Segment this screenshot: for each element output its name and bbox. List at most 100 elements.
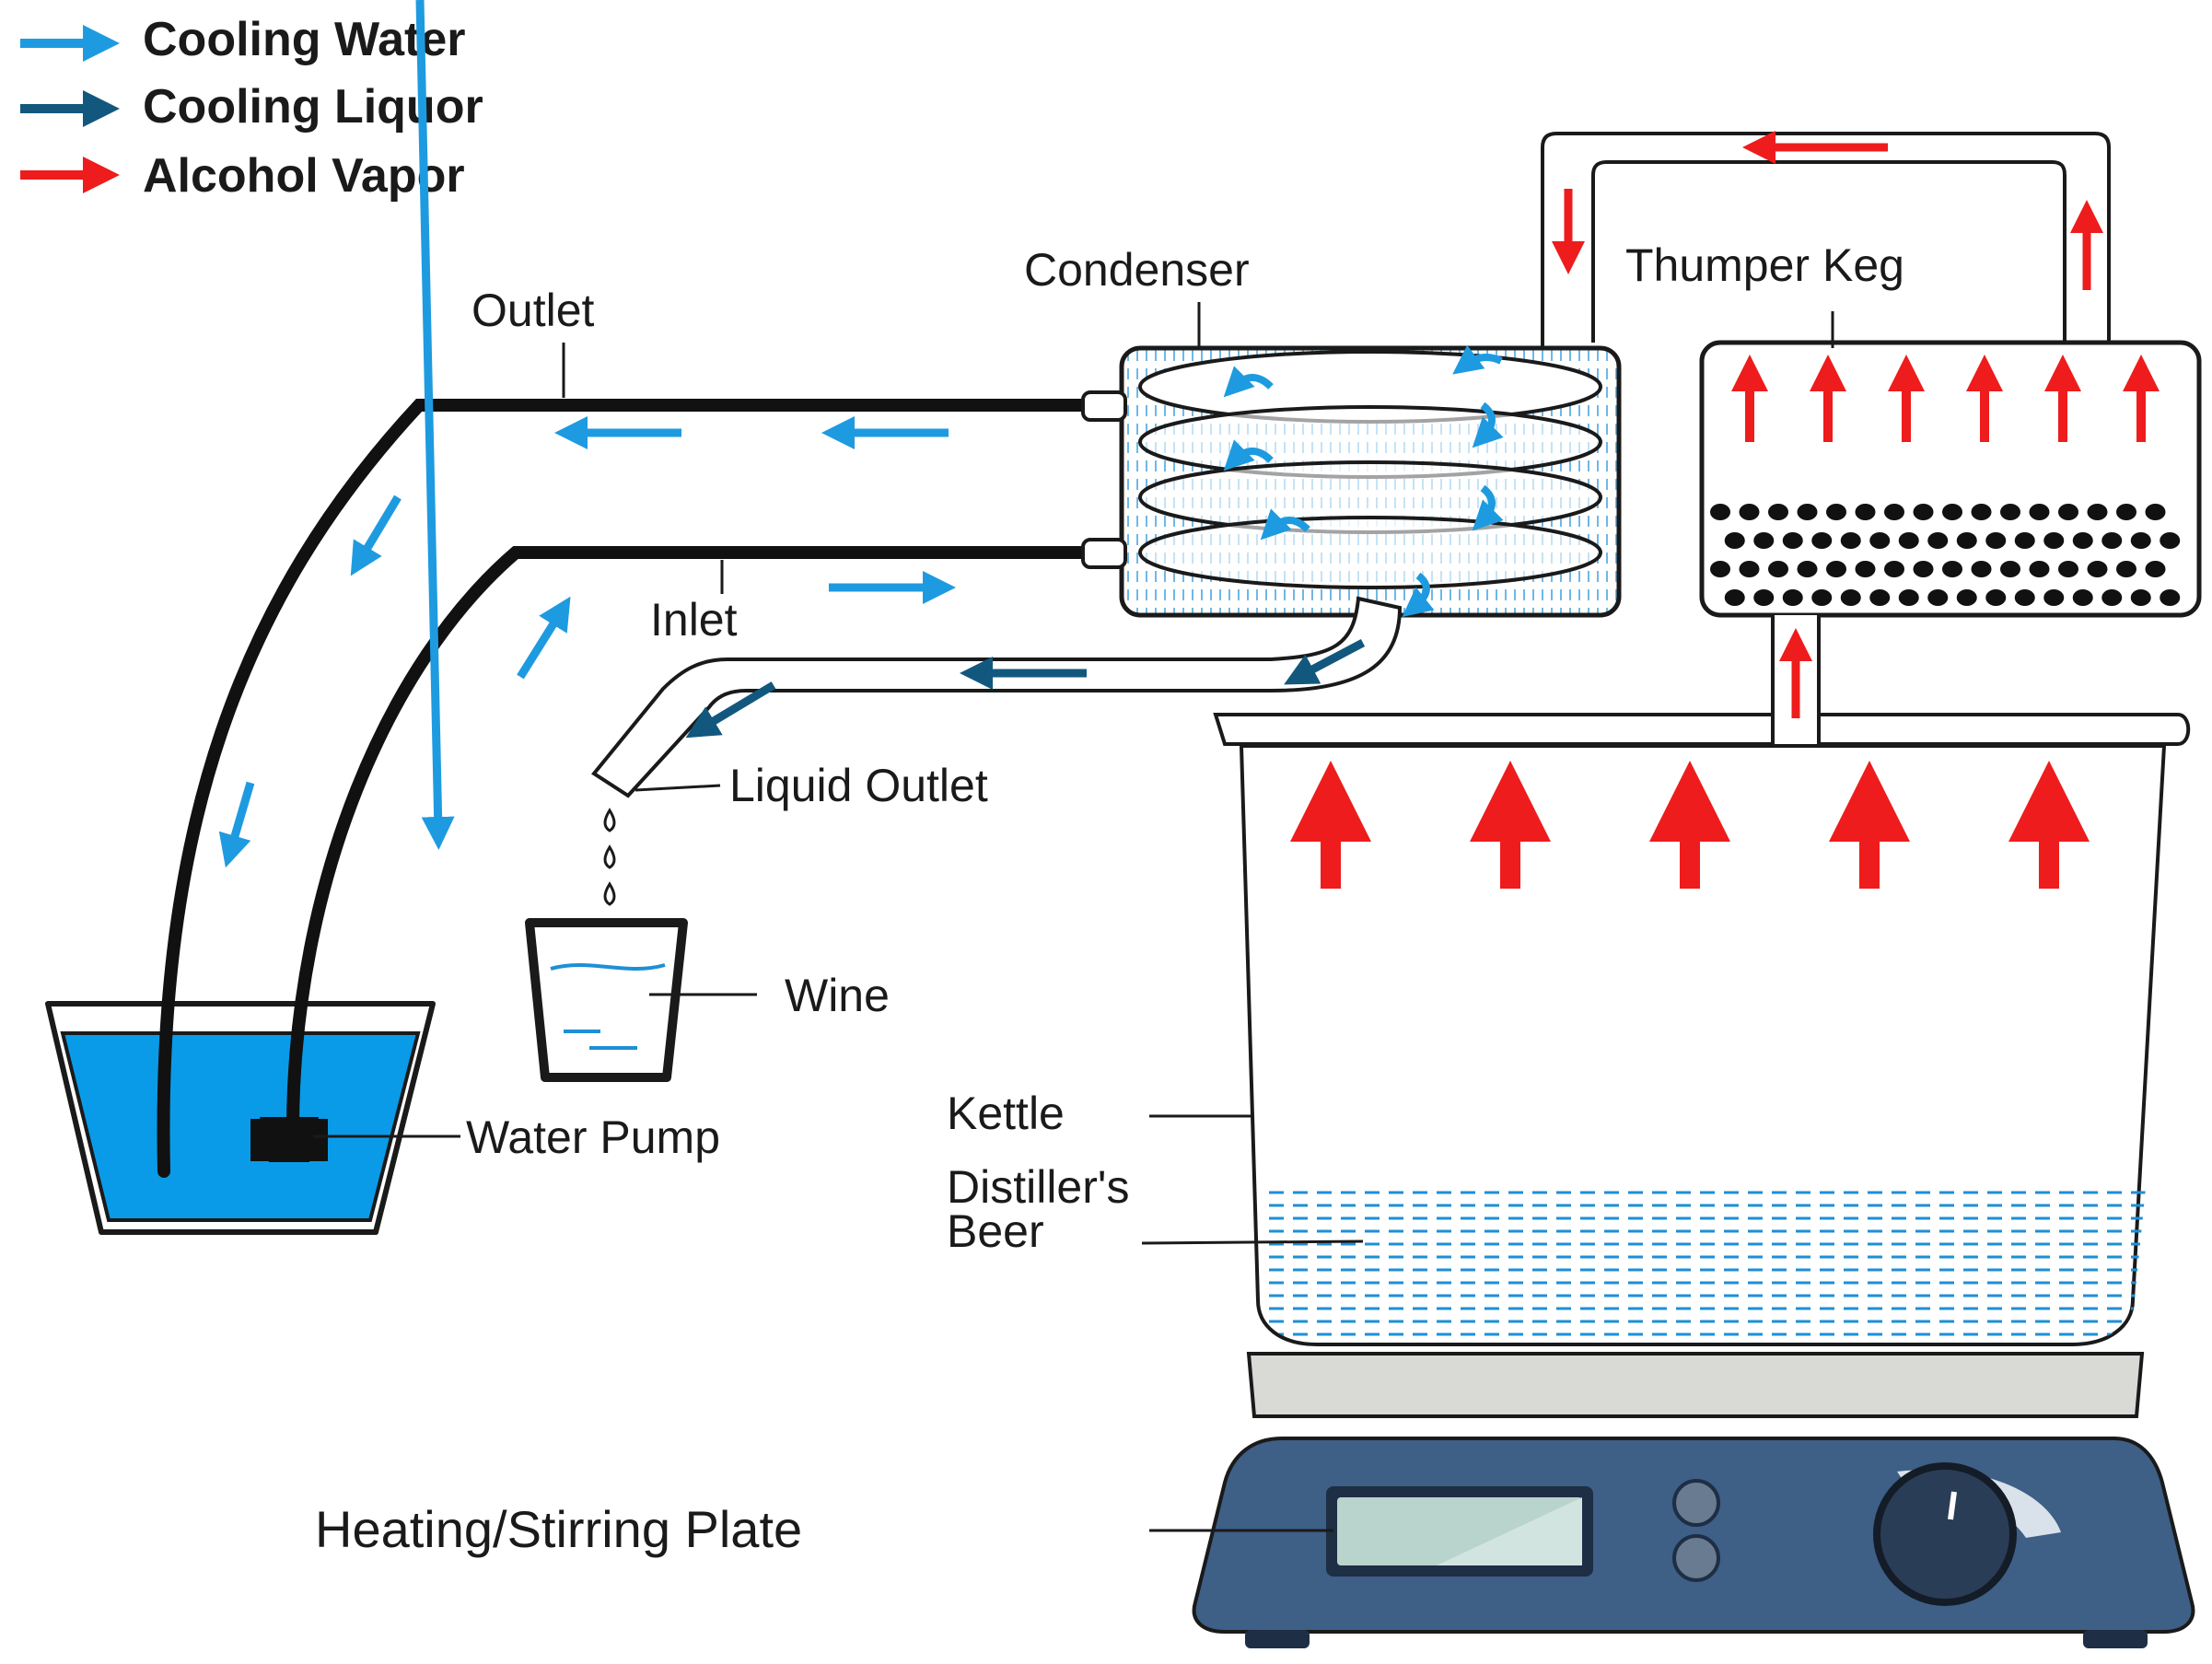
keg-bubble	[2072, 532, 2093, 549]
keg-inlet-pipe	[1771, 615, 1821, 744]
keg-bubble	[1782, 589, 1803, 606]
keg-bubble	[1724, 589, 1745, 606]
keg-bubble	[2101, 589, 2123, 606]
condenser-outlet-port	[1081, 390, 1127, 422]
keg-bubble	[1898, 589, 1919, 606]
keg-bubble	[1739, 561, 1760, 577]
inlet-hose	[286, 546, 1098, 1130]
label-kettle: Kettle	[947, 1088, 1065, 1139]
legend: Cooling Water Cooling Liquor Alcohol Vap…	[20, 13, 483, 203]
legend-label-cooling-liquor: Cooling Liquor	[143, 80, 483, 134]
kettle-lid	[1213, 713, 2191, 746]
keg-bubble	[1927, 589, 1949, 606]
keg-bubble	[2160, 589, 2181, 606]
label-distillers-beer-line1: Distiller's	[947, 1161, 1129, 1213]
keg-bubble	[2000, 504, 2020, 520]
keg-bubble	[2014, 532, 2035, 549]
keg-bubble	[1710, 561, 1730, 577]
vapor-pipe	[1541, 131, 2111, 348]
keg-bubble	[1811, 532, 1833, 549]
keg-bubble	[1985, 532, 2007, 549]
keg-bubble	[1840, 532, 1861, 549]
heating-stirring-plate	[1192, 1352, 2195, 1648]
keg-bubble	[2043, 589, 2065, 606]
legend-item-cooling-water: Cooling Water	[20, 13, 466, 66]
label-heating-stirring-plate: Heating/Stirring Plate	[315, 1500, 802, 1558]
keg-bubble	[1739, 504, 1760, 520]
keg-bubble	[2087, 504, 2108, 520]
keg-bubble	[1797, 504, 1818, 520]
keg-bubble	[2000, 561, 2020, 577]
keg-bubble	[1913, 561, 1934, 577]
label-condenser: Condenser	[1024, 244, 1250, 296]
kettle	[1213, 713, 2191, 1346]
outlet-hose	[157, 399, 1098, 1178]
keg-bubble	[2072, 589, 2093, 606]
keg-bubble	[1898, 532, 1919, 549]
keg-bubble	[2101, 532, 2123, 549]
keg-bubble	[1855, 561, 1876, 577]
keg-bubble	[2029, 561, 2050, 577]
distillers-beer-liquid	[1260, 1188, 2146, 1343]
label-distillers-beer-line2: Beer	[947, 1205, 1044, 1257]
condenser-inlet-port	[1081, 538, 1127, 569]
keg-bubble	[1869, 589, 1891, 606]
keg-bubble	[2058, 561, 2078, 577]
keg-bubble	[1826, 504, 1846, 520]
keg-bubble	[1942, 561, 1962, 577]
water-reservoir	[45, 1001, 436, 1235]
keg-bubble	[2029, 504, 2050, 520]
keg-bubble	[1826, 561, 1846, 577]
keg-bubble	[1710, 504, 1730, 520]
label-wine: Wine	[785, 970, 890, 1021]
keg-bubble	[1782, 532, 1803, 549]
keg-bubble	[1855, 504, 1876, 520]
condenser-swirl-arrows	[1223, 344, 1504, 617]
keg-bubble	[2130, 532, 2151, 549]
plate-button-bottom[interactable]	[1672, 1534, 1720, 1582]
keg-bubble	[1869, 532, 1891, 549]
keg-bubble	[1840, 589, 1861, 606]
legend-label-cooling-water: Cooling Water	[143, 13, 466, 66]
keg-bubble	[1942, 504, 1962, 520]
label-liquid-outlet: Liquid Outlet	[729, 760, 988, 811]
liquid-outlet-tube	[591, 596, 1403, 906]
keg-bubble	[1753, 589, 1775, 606]
keg-bubble	[1971, 561, 1992, 577]
thumper-keg	[1699, 311, 2202, 618]
keg-bubble	[1884, 561, 1904, 577]
keg-bubble	[1884, 504, 1904, 520]
keg-bubble	[2087, 561, 2108, 577]
legend-item-cooling-liquor: Cooling Liquor	[20, 80, 483, 134]
keg-bubble	[1768, 504, 1788, 520]
keg-bubble	[1724, 532, 1745, 549]
keg-bubble	[1956, 589, 1977, 606]
keg-bubble	[1956, 532, 1977, 549]
keg-bubble	[1797, 561, 1818, 577]
kettle-vapor-arrows	[1290, 761, 2090, 889]
plate-dial-knob[interactable]	[1873, 1462, 2017, 1606]
label-thumper-keg: Thumper Keg	[1625, 239, 1904, 291]
keg-bubble	[1768, 561, 1788, 577]
condenser	[1081, 344, 1622, 618]
keg-bubble	[1811, 589, 1833, 606]
keg-bubble	[2058, 504, 2078, 520]
wine-glass	[525, 918, 688, 1082]
plate-top	[1246, 1352, 2145, 1418]
keg-bubble	[2043, 532, 2065, 549]
legend-label-alcohol-vapor: Alcohol Vapor	[143, 149, 465, 203]
plate-button-top[interactable]	[1672, 1479, 1720, 1527]
keg-bubble	[2145, 504, 2166, 520]
labels: Condenser Thumper Keg Outlet Inlet Liqui…	[313, 239, 1904, 1558]
keg-bubble	[2116, 504, 2136, 520]
water-pump-body	[260, 1117, 319, 1162]
keg-bubble	[2014, 589, 2035, 606]
legend-item-alcohol-vapor: Alcohol Vapor	[20, 149, 465, 203]
keg-bubble	[1913, 504, 1934, 520]
keg-bubble	[1753, 532, 1775, 549]
cooling-water-flow-arrows	[218, 0, 956, 868]
keg-vapor-arrows	[1731, 355, 2160, 442]
keg-bubble	[2116, 561, 2136, 577]
